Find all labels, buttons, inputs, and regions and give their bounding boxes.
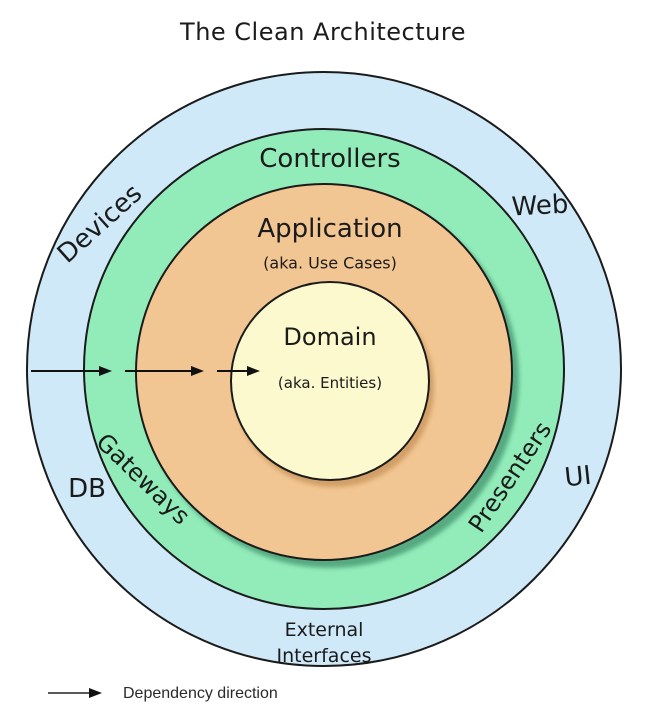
db-label: DB bbox=[68, 474, 106, 504]
controllers-label: Controllers bbox=[259, 144, 401, 174]
application-sublabel: (aka. Use Cases) bbox=[263, 253, 397, 273]
external-interfaces-label-line1: External bbox=[284, 619, 364, 641]
application-label: Application bbox=[257, 214, 403, 244]
domain-label: Domain bbox=[283, 323, 377, 351]
domain-sublabel: (aka. Entities) bbox=[277, 374, 383, 392]
legend-label: Dependency direction bbox=[123, 685, 278, 702]
web-label: Web bbox=[510, 189, 570, 223]
diagram-title: The Clean Architecture bbox=[180, 18, 466, 46]
external-interfaces-label: External Interfaces bbox=[277, 617, 372, 669]
domain-circle bbox=[230, 281, 430, 481]
external-interfaces-label-line2: Interfaces bbox=[276, 645, 372, 667]
ui-label: UI bbox=[563, 460, 593, 494]
